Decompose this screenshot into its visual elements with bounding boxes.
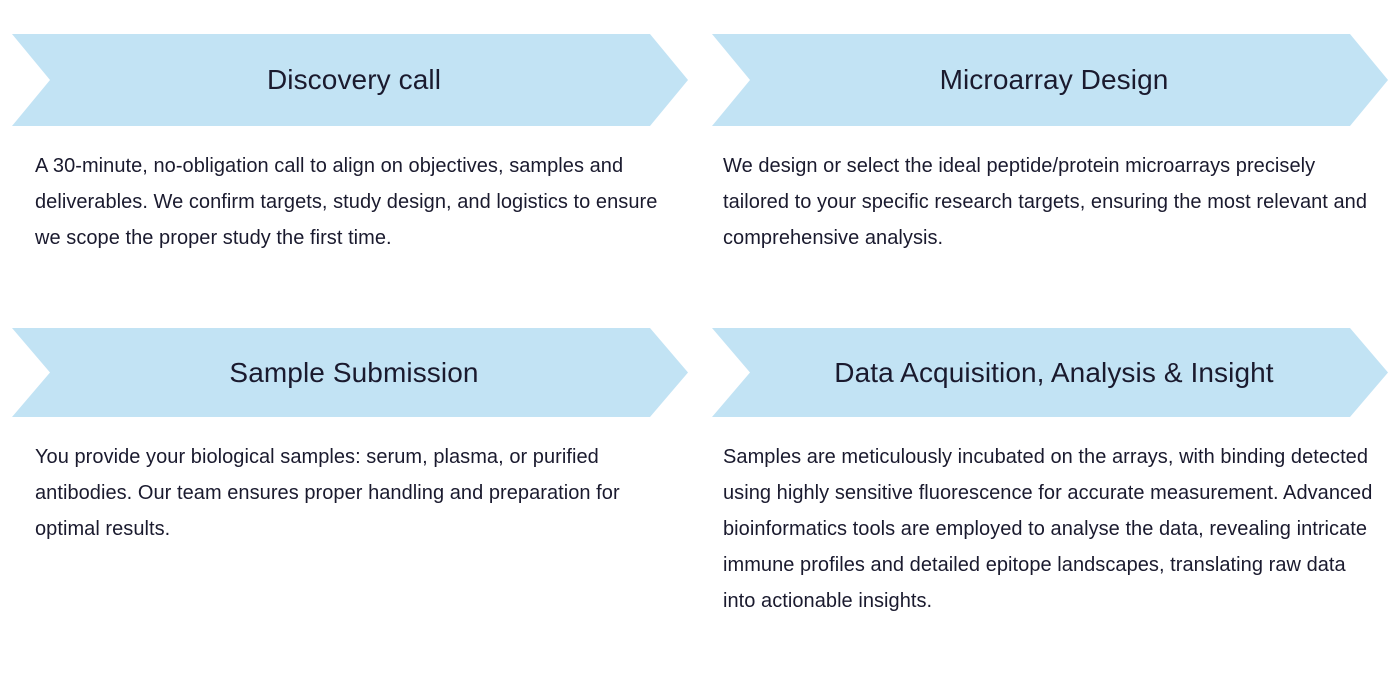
step-title-discovery-call: Discovery call	[266, 64, 442, 95]
step-description-microarray-design: We design or select the ideal peptide/pr…	[723, 155, 1368, 249]
chevron-banner-microarray-design: Microarray Design	[712, 34, 1388, 126]
chevron-banner-sample-submission: Sample Submission	[12, 328, 688, 417]
step-title-microarray-design: Microarray Design	[939, 64, 1169, 95]
chevron-banner-data-acquisition-analysis-insight: Data Acquisition, Analysis & Insight	[712, 328, 1388, 417]
process-step-data-acquisition-analysis-insight: Data Acquisition, Analysis & Insight Sam…	[700, 294, 1400, 678]
step-title-data-acquisition-analysis-insight: Data Acquisition, Analysis & Insight	[834, 356, 1274, 388]
chevron-banner-discovery-call: Discovery call	[12, 34, 688, 126]
process-step-microarray-design: Microarray Design We design or select th…	[700, 0, 1400, 294]
step-description-discovery-call: A 30-minute, no-obligation call to align…	[35, 155, 658, 249]
process-step-discovery-call: Discovery call A 30-minute, no-obligatio…	[0, 0, 700, 294]
step-title-sample-submission: Sample Submission	[229, 356, 479, 388]
step-description-sample-submission: You provide your biological samples: ser…	[35, 446, 620, 540]
step-description-data-acquisition-analysis-insight: Samples are meticulously incubated on th…	[723, 446, 1373, 612]
process-step-sample-submission: Sample Submission You provide your biolo…	[0, 294, 700, 678]
